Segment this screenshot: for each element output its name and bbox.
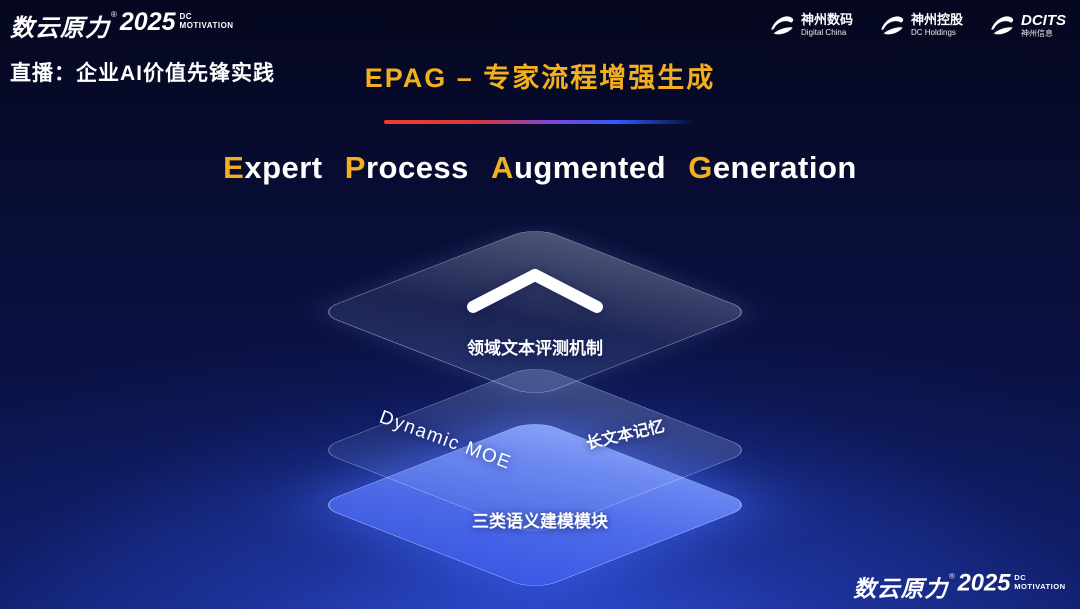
brand-logo: 数云原力 ® 2025 DC MOTIVATION xyxy=(10,8,234,43)
brand-logo-footer: 数云原力 ® 2025 DC MOTIVATION xyxy=(854,570,1066,603)
english-title-word: Expert xyxy=(223,150,323,185)
brand-sub-bottom: MOTIVATION xyxy=(1014,582,1066,591)
partner-name: 神州控股 xyxy=(910,12,963,28)
brand-name: 数云原力 xyxy=(853,576,949,603)
gradient-divider xyxy=(384,120,696,124)
brand-subtitle: DC MOTIVATION xyxy=(180,12,234,30)
brand-sub-top: DC xyxy=(1014,573,1027,583)
chevron-up-icon xyxy=(460,260,610,320)
dcits-swoosh-icon xyxy=(989,12,1015,38)
partner-text: DCITS 神州信息 xyxy=(1021,12,1066,39)
partner-name: DCITS xyxy=(1021,12,1066,29)
partner-subtitle: DC Holdings xyxy=(910,28,956,38)
partner-digital-china: 神州数码 Digital China xyxy=(769,12,853,38)
bottom-layer-label: 三类语义建模模块 xyxy=(472,512,608,531)
brand-subtitle: DC MOTIVATION xyxy=(1015,574,1066,591)
brand-sub-bottom: MOTIVATION xyxy=(179,21,234,31)
digital-china-swoosh-icon xyxy=(769,12,795,38)
partner-subtitle: Digital China xyxy=(800,28,847,38)
partner-name: 神州数码 xyxy=(800,12,853,28)
brand-year: 2025 xyxy=(119,8,176,36)
brand-year: 2025 xyxy=(958,569,1011,597)
partner-text: 神州控股 DC Holdings xyxy=(910,12,963,38)
brand-sub-top: DC xyxy=(179,12,193,21)
partner-logos: 神州数码 Digital China 神州控股 DC Holdings DCIT… xyxy=(769,12,1066,39)
brand-name: 数云原力 xyxy=(10,15,110,42)
registered-mark: ® xyxy=(949,571,956,581)
english-title-word: Augmented xyxy=(491,150,667,185)
english-title-word: Process xyxy=(344,150,469,185)
dc-holdings-swoosh-icon xyxy=(879,12,905,38)
partner-dcits: DCITS 神州信息 xyxy=(989,12,1066,39)
english-title: Expert Process Augmented Generation xyxy=(0,150,1080,186)
partner-text: 神州数码 Digital China xyxy=(800,12,853,38)
registered-mark: ® xyxy=(111,10,117,19)
partner-dc-holdings: 神州控股 DC Holdings xyxy=(879,12,963,38)
top-layer-label: 领域文本评测机制 xyxy=(467,339,603,358)
english-title-word: Generation xyxy=(688,150,857,185)
partner-subtitle: 神州信息 xyxy=(1021,29,1053,39)
page-title: EPAG – 专家流程增强生成 xyxy=(364,63,716,93)
live-broadcast-label: 直播：企业AI价值先锋实践 xyxy=(10,62,275,85)
